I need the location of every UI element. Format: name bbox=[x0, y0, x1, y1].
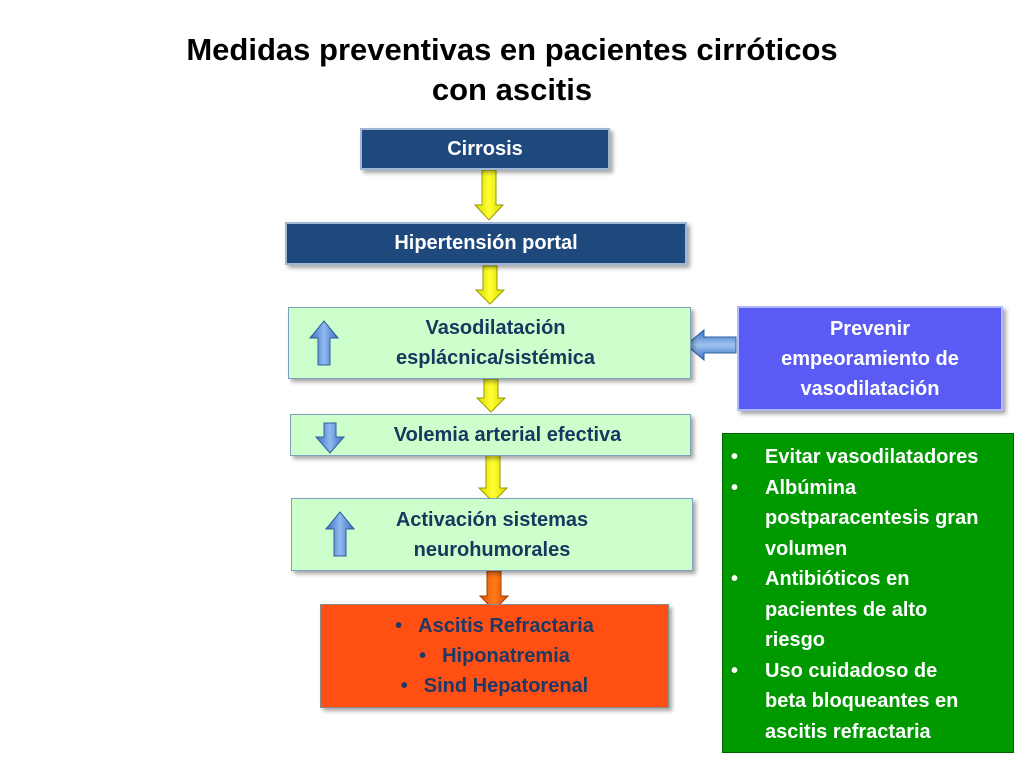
list-item: •Hiponatremia bbox=[419, 645, 570, 667]
node-volemia-label: Volemia arterial efectiva bbox=[393, 424, 622, 446]
arrow-up-icon bbox=[309, 320, 339, 366]
node-activacion: Activación sistemas neurohumorales bbox=[291, 498, 693, 571]
page-title: Medidas preventivas en pacientes cirróti… bbox=[0, 30, 1024, 110]
node-cirrosis: Cirrosis bbox=[360, 128, 610, 170]
list-item: • Evitar vasodilatadores bbox=[731, 446, 979, 468]
node-activacion-line-2: neurohumorales bbox=[413, 538, 571, 561]
node-hipertension-portal: Hipertensión portal bbox=[285, 222, 687, 265]
arrow-left-icon bbox=[685, 328, 737, 362]
flow-arrow-3 bbox=[475, 378, 507, 413]
node-vasodilatacion-line-2: esplácnica/sistémica bbox=[395, 347, 595, 369]
node-cirrosis-label: Cirrosis bbox=[447, 137, 523, 160]
node-prevenir-line-2: empeoramiento de bbox=[781, 347, 959, 370]
node-prevenir-line-1: Prevenir bbox=[829, 317, 911, 340]
node-vasodilatacion: Vasodilatación esplácnica/sistémica bbox=[288, 307, 691, 379]
list-item: •Sind Hepatorenal bbox=[400, 675, 589, 697]
flow-arrow-2 bbox=[474, 265, 506, 305]
outcomes-list: •Ascitis Refractaria •Hiponatremia •Sind… bbox=[395, 611, 594, 701]
node-activacion-line-1: Activación sistemas bbox=[395, 508, 589, 531]
title-line-2: con ascitis bbox=[431, 72, 593, 107]
flow-arrow-1 bbox=[473, 169, 505, 221]
arrow-down-icon bbox=[315, 422, 345, 454]
list-item: • Albúmina postparacentesis gran volumen bbox=[731, 476, 979, 560]
list-item: • Uso cuidadoso de beta bloqueantes en a… bbox=[731, 659, 959, 743]
node-hipertension-label: Hipertensión portal bbox=[394, 232, 578, 254]
node-prevenir: Prevenir empeoramiento de vasodilatación bbox=[737, 306, 1003, 411]
node-outcomes: •Ascitis Refractaria •Hiponatremia •Sind… bbox=[320, 604, 669, 708]
arrow-up-icon bbox=[325, 511, 355, 557]
node-prevenir-line-3: vasodilatación bbox=[800, 377, 940, 400]
title-line-1: Medidas preventivas en pacientes cirróti… bbox=[186, 32, 838, 67]
flow-arrow-4 bbox=[477, 454, 509, 503]
node-volemia: Volemia arterial efectiva bbox=[290, 414, 691, 456]
list-item: •Ascitis Refractaria bbox=[395, 615, 594, 637]
list-item: • Antibióticos en pacientes de alto ries… bbox=[731, 568, 928, 651]
node-vasodilatacion-line-1: Vasodilatación bbox=[425, 317, 566, 339]
measures-list: • Evitar vasodilatadores • Albúmina post… bbox=[723, 442, 1003, 747]
flow-arrow-5 bbox=[478, 570, 510, 611]
measures-box: • Evitar vasodilatadores • Albúmina post… bbox=[722, 433, 1014, 753]
